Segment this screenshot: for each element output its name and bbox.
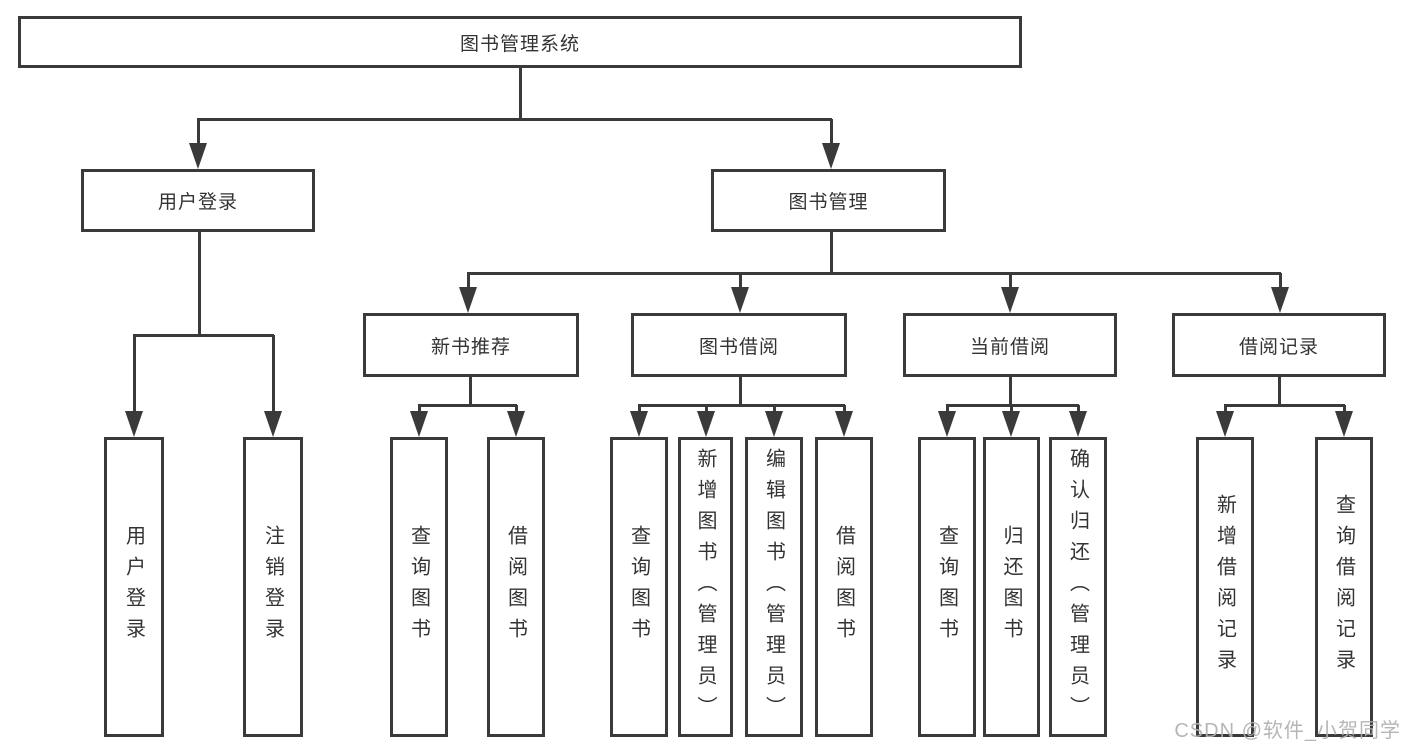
connector-drop: [1010, 405, 1013, 413]
leaf-add-borrow-record: 新增借阅记录: [1196, 437, 1254, 737]
connector-drop: [773, 405, 776, 413]
connector-drop: [467, 273, 470, 289]
connector-drop: [843, 405, 846, 413]
arrow-down-icon: [697, 411, 715, 437]
connector-stem: [469, 377, 472, 407]
node-borrowing-records: 借阅记录: [1172, 313, 1386, 377]
connector-drop: [515, 405, 518, 413]
connector-drop: [638, 405, 641, 413]
arrow-down-icon: [125, 411, 143, 437]
connector-drop: [705, 405, 708, 413]
leaf-logout: 注销登录: [243, 437, 303, 737]
connector-bar: [467, 272, 1281, 275]
csdn-watermark: CSDN @软件_小贺同学: [1174, 720, 1401, 742]
leaf-borrow-books-1: 借阅图书: [487, 437, 545, 737]
connector-drop: [1009, 273, 1012, 289]
connector-stem: [830, 232, 833, 275]
leaf-user-login: 用户登录: [104, 437, 164, 737]
connector-drop: [1224, 405, 1227, 413]
arrow-down-icon: [1002, 411, 1020, 437]
connector-stem: [1278, 377, 1281, 407]
arrow-down-icon: [765, 411, 783, 437]
leaf-edit-books-admin: 编辑图书（管理员）: [745, 437, 803, 737]
connector-stem: [519, 68, 522, 121]
arrow-down-icon: [264, 411, 282, 437]
node-book-management: 图书管理: [711, 169, 946, 232]
arrow-down-icon: [410, 411, 428, 437]
connector-drop: [197, 119, 200, 145]
node-new-book-recommendation: 新书推荐: [363, 313, 579, 377]
connector-drop: [1343, 405, 1346, 413]
connector-bar: [133, 334, 274, 337]
arrow-down-icon: [1001, 287, 1019, 313]
arrow-down-icon: [189, 143, 207, 169]
arrow-down-icon: [731, 287, 749, 313]
connector-drop: [1077, 405, 1080, 413]
leaf-add-books-admin: 新增图书（管理员）: [678, 437, 733, 737]
connector-stem: [1009, 377, 1012, 407]
connector-bar: [197, 118, 832, 121]
arrow-down-icon: [835, 411, 853, 437]
leaf-query-books-2: 查询图书: [610, 437, 668, 737]
leaf-confirm-return-admin: 确认归还（管理员）: [1049, 437, 1107, 737]
arrow-down-icon: [822, 143, 840, 169]
leaf-query-books-1: 查询图书: [390, 437, 448, 737]
node-library-management-system: 图书管理系统: [18, 16, 1022, 68]
connector-stem: [739, 377, 742, 407]
arrow-down-icon: [507, 411, 525, 437]
connector-drop: [133, 335, 136, 413]
connector-drop: [1279, 273, 1282, 289]
node-current-borrowing: 当前借阅: [903, 313, 1117, 377]
connector-drop: [272, 335, 275, 413]
arrow-down-icon: [938, 411, 956, 437]
connector-bar: [1224, 404, 1345, 407]
leaf-query-books-3: 查询图书: [918, 437, 976, 737]
connector-bar: [638, 404, 845, 407]
connector-drop: [830, 119, 833, 145]
node-book-borrowing: 图书借阅: [631, 313, 847, 377]
arrow-down-icon: [1216, 411, 1234, 437]
connector-drop: [739, 273, 742, 289]
arrow-down-icon: [630, 411, 648, 437]
arrow-down-icon: [459, 287, 477, 313]
leaf-query-borrow-record: 查询借阅记录: [1315, 437, 1373, 737]
arrow-down-icon: [1335, 411, 1353, 437]
leaf-return-books: 归还图书: [983, 437, 1040, 737]
leaf-borrow-books-2: 借阅图书: [815, 437, 873, 737]
arrow-down-icon: [1069, 411, 1087, 437]
connector-drop: [418, 405, 421, 413]
arrow-down-icon: [1271, 287, 1289, 313]
connector-drop: [946, 405, 949, 413]
node-user-login: 用户登录: [81, 169, 315, 232]
connector-stem: [198, 232, 201, 337]
connector-bar: [418, 404, 517, 407]
